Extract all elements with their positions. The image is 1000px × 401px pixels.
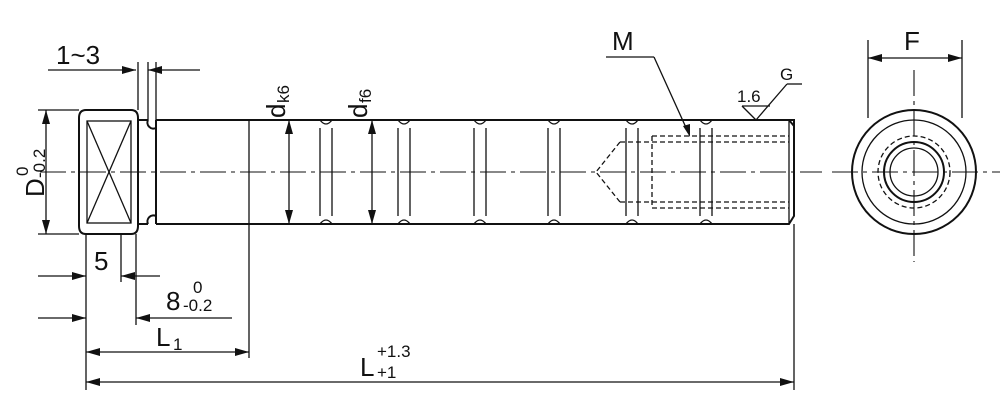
- dim-dk6: [285, 120, 293, 224]
- label-8: 8 0 -0.2: [166, 278, 212, 316]
- svg-text:+1: +1: [377, 363, 396, 382]
- pin-shank: [155, 119, 795, 225]
- label-dk6: d k6: [261, 85, 293, 118]
- dim-L1: [86, 224, 250, 358]
- roughness-symbol: [741, 83, 802, 121]
- svg-text:D: D: [20, 178, 50, 197]
- label-D: D 0 -0.2: [13, 149, 50, 197]
- svg-text:-0.2: -0.2: [30, 149, 49, 178]
- dim-F: [868, 54, 962, 62]
- dim-5: [38, 234, 160, 390]
- label-L1: L 1: [156, 322, 182, 354]
- svg-text:0: 0: [193, 278, 202, 297]
- hidden-tapped-hole: [595, 135, 789, 209]
- dim-8: [38, 314, 232, 322]
- label-roughness-grade: G: [780, 65, 793, 84]
- dim-D: [38, 109, 79, 235]
- label-roughness-value: 1.6: [737, 87, 761, 106]
- svg-text:L: L: [360, 352, 374, 382]
- pin-head: [78, 109, 139, 235]
- neck-groove: [138, 119, 157, 225]
- svg-text:d: d: [343, 104, 373, 118]
- label-F: F: [904, 26, 920, 56]
- svg-text:d: d: [261, 104, 291, 118]
- label-5: 5: [94, 246, 108, 276]
- svg-text:f6: f6: [356, 89, 375, 103]
- label-L: L +1.3 +1: [360, 342, 411, 382]
- dim-L: [86, 224, 795, 390]
- leader-M: [606, 56, 690, 137]
- oil-grooves: [319, 119, 713, 225]
- label-M: M: [612, 26, 634, 56]
- label-df6: d f6: [343, 89, 375, 118]
- end-view: [851, 40, 977, 235]
- label-1-3: 1~3: [56, 40, 100, 70]
- dim-df6: [368, 120, 376, 224]
- svg-text:0: 0: [13, 167, 32, 176]
- dim-1-3: [48, 62, 200, 120]
- svg-text:8: 8: [166, 286, 180, 316]
- svg-text:1: 1: [173, 335, 182, 354]
- svg-text:+1.3: +1.3: [377, 342, 411, 361]
- svg-text:L: L: [156, 322, 170, 352]
- svg-text:-0.2: -0.2: [183, 296, 212, 315]
- svg-text:k6: k6: [274, 85, 293, 103]
